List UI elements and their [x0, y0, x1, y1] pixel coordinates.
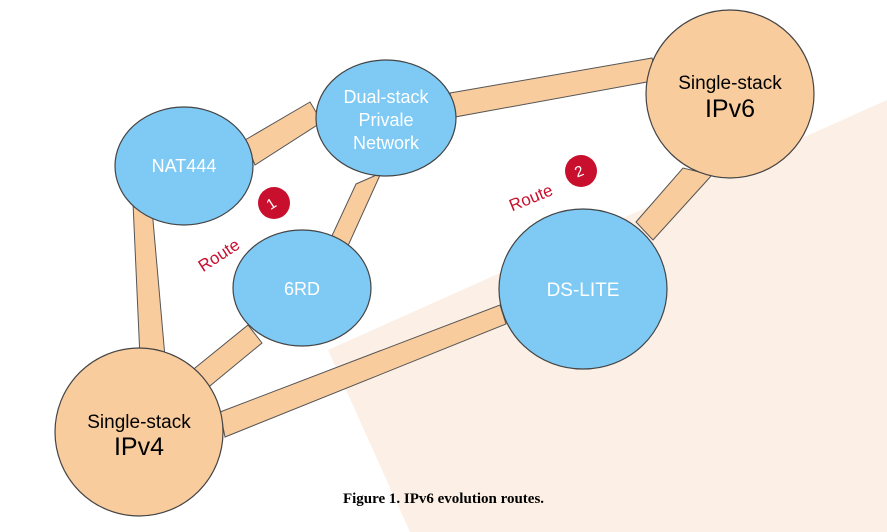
route-2-label: Route [506, 181, 555, 216]
node-nat444 [114, 106, 254, 226]
connectors [132, 57, 713, 438]
connector-dualstack-ipv6 [449, 57, 659, 118]
dual-stack-label-line1: Dual-stack [343, 87, 429, 107]
connector-dualstack-6rd [329, 172, 382, 249]
figure-caption: Figure 1. IPv6 evolution routes. [342, 491, 545, 507]
dual-stack-label-line3: Network [353, 133, 420, 153]
ipv6-label-line1: Single-stack [678, 73, 782, 94]
node-ipv4 [54, 347, 224, 517]
route-1-badge [258, 187, 290, 219]
node-ds-lite [498, 208, 668, 370]
route-2: Route 2 [506, 155, 597, 215]
node-6rd [232, 229, 372, 347]
route-2-badge [565, 155, 597, 187]
node-dual-stack [315, 59, 457, 177]
ipv4-label-line1: Single-stack [87, 412, 191, 433]
ipv4-label-line2: IPv4 [114, 433, 164, 461]
dual-stack-label-line2: Privale [358, 110, 413, 130]
ds-lite-label: DS-LITE [547, 280, 620, 301]
node-ipv6 [645, 9, 815, 179]
connector-ipv4-nat444 [132, 202, 166, 359]
nat444-label: NAT444 [152, 156, 217, 176]
nodes [54, 9, 815, 517]
6rd-label: 6RD [284, 279, 320, 299]
ipv6-label-line2: IPv6 [705, 95, 755, 123]
connector-nat444-dualstack [244, 101, 323, 166]
